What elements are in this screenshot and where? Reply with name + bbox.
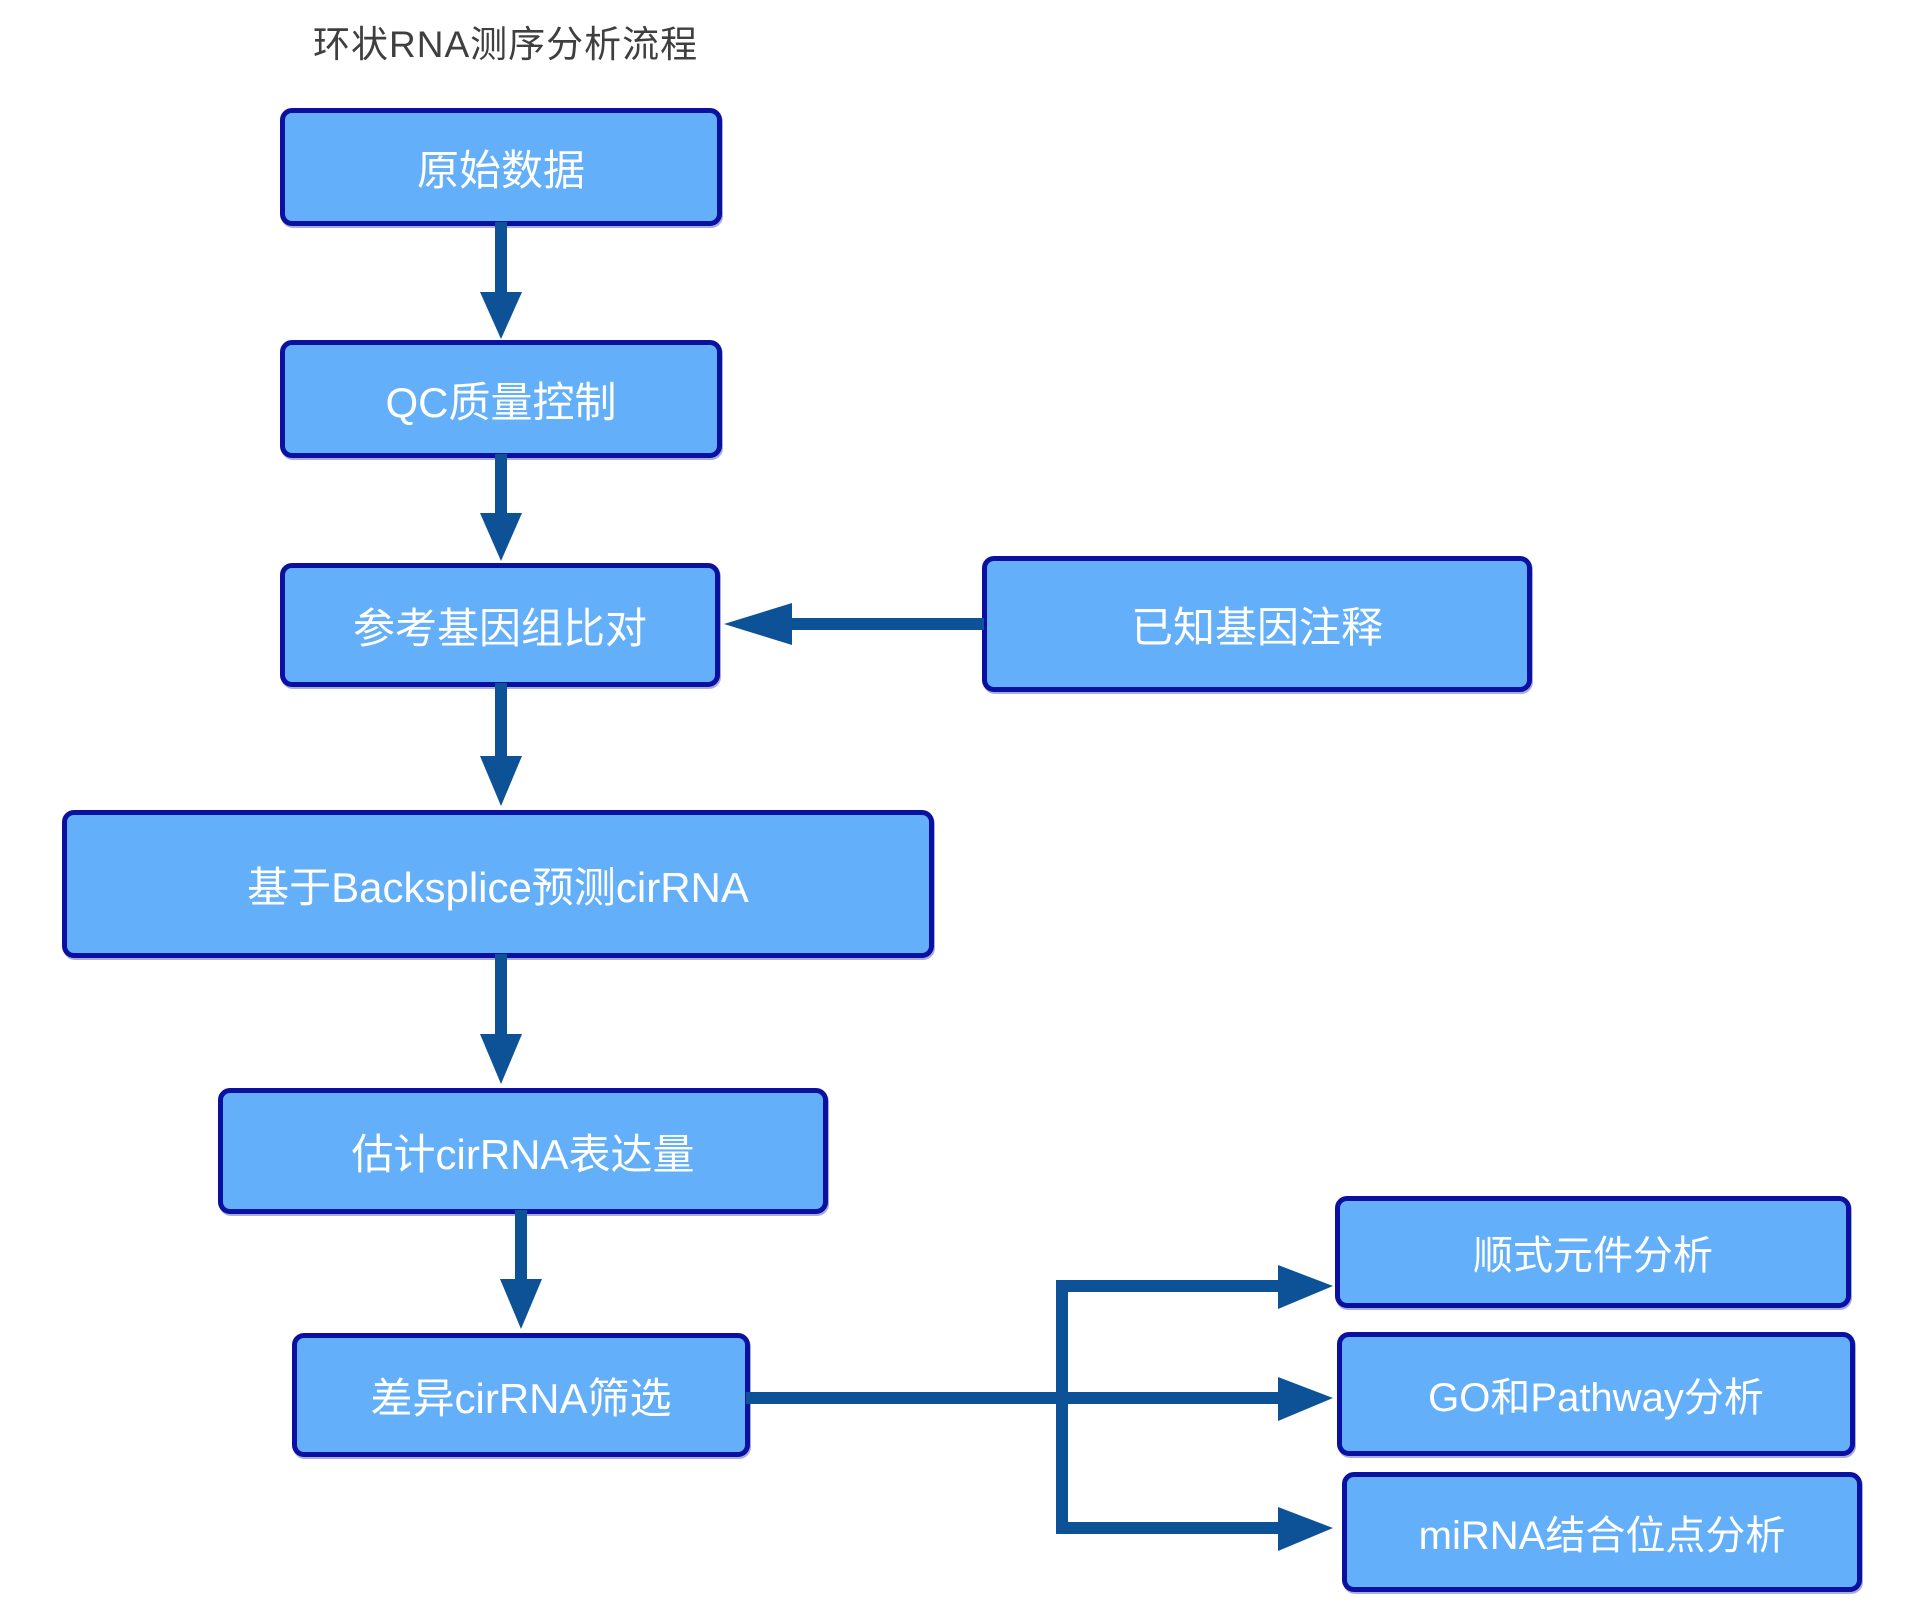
node-known-gene-annotation-label: 已知基因注释 xyxy=(1130,603,1383,651)
node-known-gene-annotation: 已知基因注释 xyxy=(982,556,1532,692)
node-expression-estimation-label: 估计cirRNA表达量 xyxy=(351,1130,695,1178)
arrow-differential-to-cis-element xyxy=(1056,1265,1333,1309)
node-reference-alignment-label: 参考基因组比对 xyxy=(352,604,647,652)
node-raw-data: 原始数据 xyxy=(280,108,722,226)
node-backsplice-prediction-label: 基于Backsplice预测cirRNA xyxy=(247,863,749,911)
node-expression-estimation: 估计cirRNA表达量 xyxy=(218,1088,828,1214)
arrow-differential-to-mirna-binding xyxy=(1056,1507,1333,1551)
node-qc-quality-control: QC质量控制 xyxy=(280,340,722,458)
node-mirna-binding-site-analysis-label: miRNA结合位点分析 xyxy=(1418,1514,1786,1558)
node-backsplice-prediction: 基于Backsplice预测cirRNA xyxy=(62,810,934,958)
node-differential-screening: 差异cirRNA筛选 xyxy=(292,1333,750,1457)
node-differential-screening-label: 差异cirRNA筛选 xyxy=(370,1374,672,1422)
node-reference-alignment: 参考基因组比对 xyxy=(280,563,720,687)
node-qc-quality-control-label: QC质量控制 xyxy=(385,378,617,426)
node-go-pathway-analysis-label: GO和Pathway分析 xyxy=(1428,1376,1764,1420)
diagram-title: 环状RNA测序分析流程 xyxy=(313,24,699,65)
arrow-raw-to-qc xyxy=(480,222,522,339)
node-mirna-binding-site-analysis: miRNA结合位点分析 xyxy=(1342,1472,1862,1592)
arrow-alignment-to-backsplice xyxy=(480,683,522,806)
arrow-qc-to-alignment xyxy=(480,454,522,561)
arrow-annotation-to-alignment xyxy=(724,603,984,645)
node-cis-element-analysis: 顺式元件分析 xyxy=(1335,1196,1851,1308)
node-raw-data-label: 原始数据 xyxy=(416,146,585,194)
arrow-differential-to-go-pathway xyxy=(1056,1377,1333,1421)
branch-trunk-line xyxy=(746,1280,1068,1534)
node-cis-element-analysis-label: 顺式元件分析 xyxy=(1473,1234,1713,1278)
arrow-expression-to-differential xyxy=(500,1210,542,1329)
arrow-backsplice-to-expression xyxy=(480,954,522,1084)
node-go-pathway-analysis: GO和Pathway分析 xyxy=(1337,1332,1855,1456)
